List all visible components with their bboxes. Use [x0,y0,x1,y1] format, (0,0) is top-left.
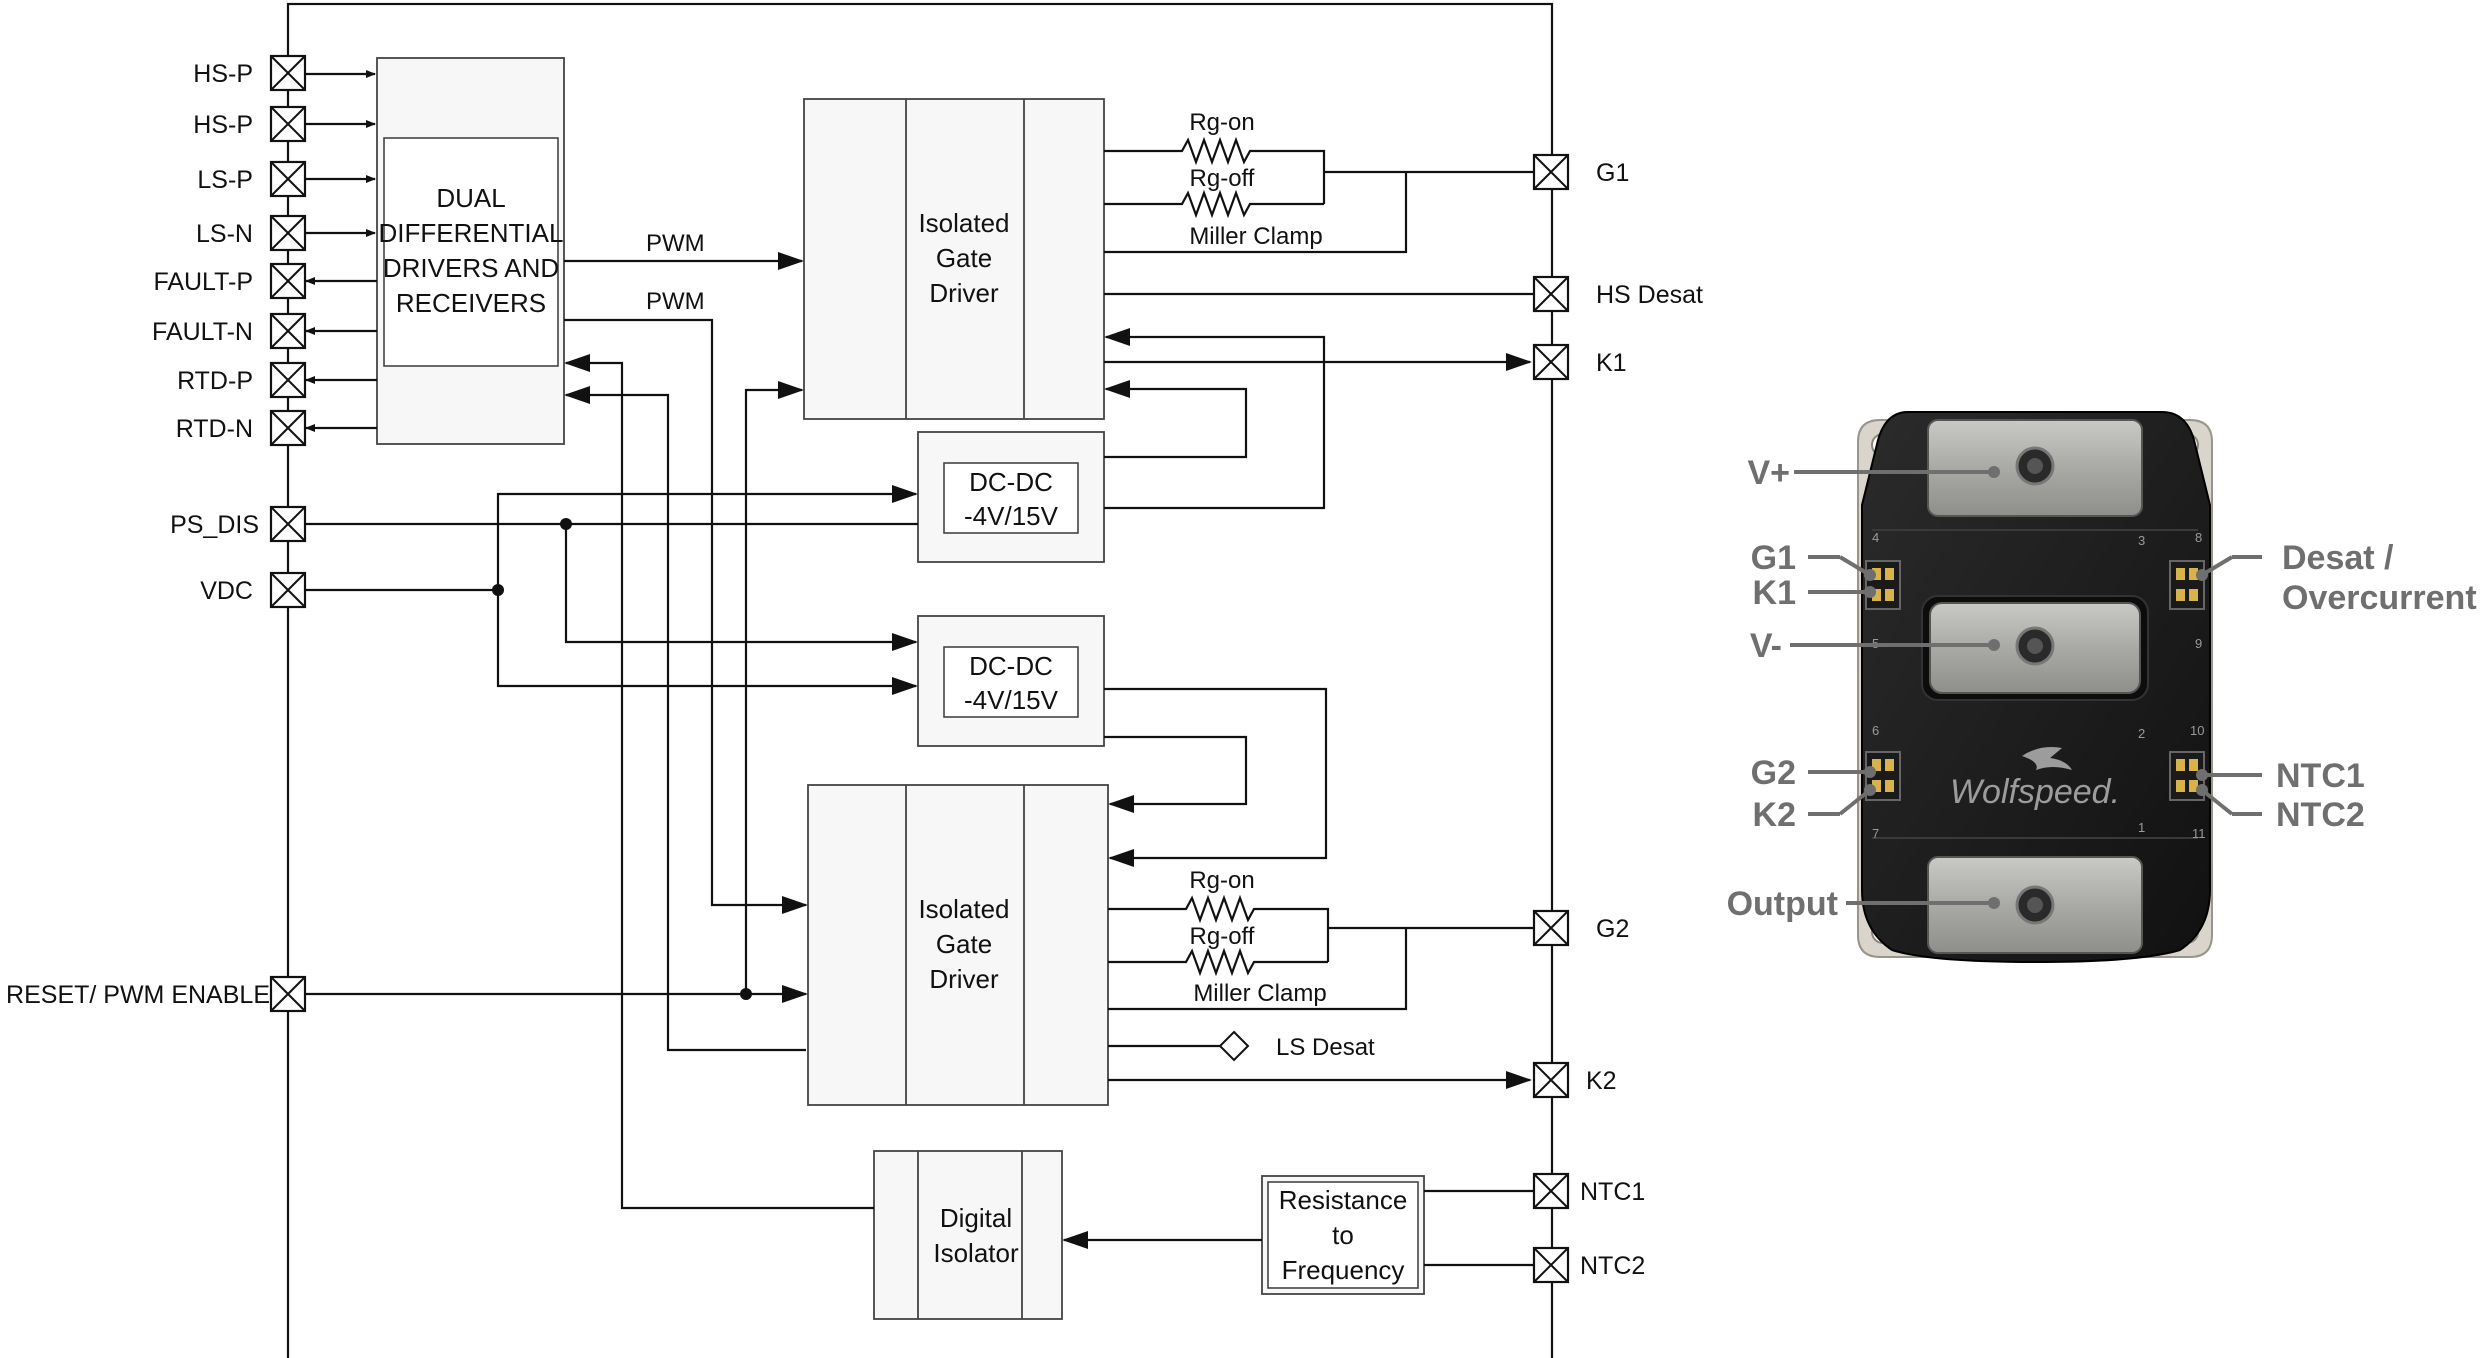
diff-line-3: DRIVERS AND [383,253,559,283]
pin-label-hs-desat: HS Desat [1596,281,1703,309]
pin-number: 1 [2138,820,2145,835]
wiring [304,70,1534,1267]
gate-top-line-2: Gate [936,243,992,273]
pin-number: 11 [2192,826,2206,841]
dcdc-bottom-line-2: -4V/15V [964,685,1059,715]
isolator-line-1: Digital [940,1203,1012,1233]
module-label-vplus: V+ [1747,454,1790,492]
gate-bottom-line-3: Driver [929,964,999,994]
signal-rg-on-top: Rg-on [1189,109,1254,136]
dcdc-top-block: DC-DC -4V/15V [917,431,1105,563]
module-label-ntc2: NTC2 [2276,796,2365,834]
left-pin-markers [269,54,307,1013]
pin-label-g2: G2 [1596,915,1629,943]
pin-number: 9 [2195,636,2202,651]
pin-label-ntc1: NTC1 [1580,1178,1645,1206]
pin-number: 4 [1872,530,1879,545]
pin-label-k2: K2 [1586,1067,1617,1095]
pin-label-vdc: VDC [200,577,253,605]
rtf-line-3: Frequency [1282,1255,1405,1285]
dcdc-bottom-block: DC-DC -4V/15V [917,615,1105,747]
connector-desat [2169,560,2205,610]
pin-label-fault-n: FAULT-N [152,318,253,346]
module-illustration: 4 3 8 5 9 6 2 10 7 1 11 Wolfspeed. [1857,411,2213,964]
pin-label-g1: G1 [1596,159,1629,187]
signal-miller-bottom: Miller Clamp [1193,980,1326,1007]
isolator-line-2: Isolator [933,1238,1019,1268]
pin-label-k1: K1 [1596,349,1627,377]
module-label-vminus: V- [1750,627,1782,665]
connector-g1-k1 [1865,560,1901,610]
pin-label-ls-p: LS-P [197,166,253,194]
pin-number: 2 [2138,726,2145,741]
module-callouts: V+ G1 K1 V- G2 K2 Output Desat / Overcur… [1727,454,2477,923]
pin-number: 8 [2195,530,2202,545]
dcdc-top-line-2: -4V/15V [964,501,1059,531]
module-label-desat-1: Desat / [2282,539,2394,577]
gate-driver-top-block: Isolated Gate Driver [803,98,1105,420]
pin-label-hs-p-2: HS-P [193,111,253,139]
diff-line-1: DUAL [436,183,505,213]
diff-line-2: DIFFERENTIAL [379,218,564,248]
dcdc-top-line-1: DC-DC [969,467,1053,497]
pin-label-reset: RESET/ PWM ENABLE [6,981,270,1009]
module-label-output: Output [1727,885,1838,923]
signal-rg-on-bottom: Rg-on [1189,867,1254,894]
signal-pwm-1: PWM [646,230,705,257]
rtf-line-1: Resistance [1279,1185,1408,1215]
gate-bottom-line-2: Gate [936,929,992,959]
module-label-g2: G2 [1751,754,1796,792]
dcdc-bottom-line-1: DC-DC [969,651,1053,681]
pin-label-hs-p-1: HS-P [193,60,253,88]
module-label-g1: G1 [1751,539,1796,577]
pin-number: 10 [2190,723,2204,738]
enclosure-frame [286,2,1554,1358]
module-label-k1: K1 [1753,574,1796,612]
pin-label-ps-dis: PS_DIS [170,511,259,539]
gate-bottom-line-1: Isolated [918,894,1009,924]
signal-rg-off-top: Rg-off [1190,165,1255,192]
gate-top-line-3: Driver [929,278,999,308]
pin-number: 7 [1872,826,1879,841]
module-label-k2: K2 [1753,796,1796,834]
pin-label-ls-n: LS-N [196,220,253,248]
digital-isolator-block: Digital Isolator [873,1150,1063,1320]
diff-driver-block: DUAL DIFFERENTIAL DRIVERS AND RECEIVERS [376,57,565,445]
diff-line-4: RECEIVERS [396,288,546,318]
rtf-line-2: to [1332,1220,1354,1250]
signal-ls-desat: LS Desat [1276,1034,1375,1061]
module-label-ntc1: NTC1 [2276,757,2365,795]
pin-number: 6 [1872,723,1879,738]
pin-label-ntc2: NTC2 [1580,1252,1645,1280]
gate-driver-bottom-block: Isolated Gate Driver [807,784,1109,1106]
module-brand: Wolfspeed. [1950,773,2120,811]
right-pin-markers [1532,153,1570,1284]
gate-top-line-1: Isolated [918,208,1009,238]
pin-label-rtd-p: RTD-P [177,367,253,395]
res-to-freq-block: Resistance to Frequency [1261,1175,1425,1295]
wolf-logo-icon [2022,747,2072,770]
signal-pwm-2: PWM [646,288,705,315]
signal-rg-off-bottom: Rg-off [1190,923,1255,950]
pin-label-fault-p: FAULT-P [153,268,253,296]
signal-miller-top: Miller Clamp [1189,223,1322,250]
module-label-desat-2: Overcurrent [2282,579,2477,617]
pin-label-rtd-n: RTD-N [176,415,253,443]
pin-number: 3 [2138,533,2145,548]
